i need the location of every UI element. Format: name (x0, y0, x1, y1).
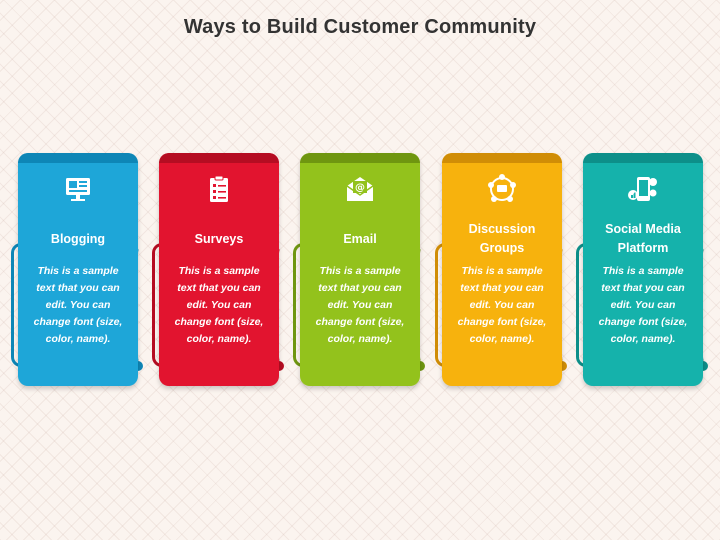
card-title: Surveys (194, 231, 244, 246)
card-top-bar (18, 153, 138, 163)
survey-clipboard-icon (210, 175, 228, 202)
connector-dot (274, 361, 284, 371)
card-text: This is a sample text that you can edit.… (174, 265, 264, 345)
card-surveys: Surveys This is a sample text that you c… (152, 153, 292, 393)
connector-dot (557, 361, 567, 371)
card-text: This is a sample text that you can edit.… (33, 265, 123, 345)
card-panel: @ Email This is a sample text that you c… (300, 153, 420, 386)
card-title: Email (343, 231, 377, 246)
card-text: This is a sample text that you can edit.… (315, 265, 405, 345)
card-title: Discussion Groups (468, 222, 536, 255)
social-media-icon (628, 177, 657, 201)
connector-dot (415, 361, 425, 371)
connector-dot (133, 361, 143, 371)
connector-dot (698, 361, 708, 371)
svg-text:@: @ (355, 183, 365, 194)
card-text: This is a sample text that you can edit.… (457, 265, 547, 345)
card-email: @ Email This is a sample text that you c… (293, 153, 433, 393)
card-panel: Discussion Groups This is a sample text … (442, 153, 562, 386)
card-top-bar (159, 153, 279, 163)
card-text: This is a sample text that you can edit.… (598, 265, 688, 345)
card-social-media-platform: Social Media Platform This is a sample t… (576, 153, 716, 393)
discussion-group-icon (488, 174, 516, 202)
card-blogging: Blogging This is a sample text that you … (11, 153, 151, 393)
blog-icon (66, 178, 90, 201)
card-top-bar (583, 153, 703, 163)
card-title: Social Media Platform (605, 222, 681, 255)
page-title: Ways to Build Customer Community (183, 16, 537, 38)
card-panel: Social Media Platform This is a sample t… (583, 153, 703, 386)
email-envelope-icon: @ (346, 177, 374, 201)
card-top-bar (442, 153, 562, 163)
card-panel: Surveys This is a sample text that you c… (159, 153, 279, 386)
card-title: Blogging (50, 231, 106, 246)
card-top-bar (300, 153, 420, 163)
card-discussion-groups: Discussion Groups This is a sample text … (435, 153, 575, 393)
card-panel: Blogging This is a sample text that you … (18, 153, 138, 386)
